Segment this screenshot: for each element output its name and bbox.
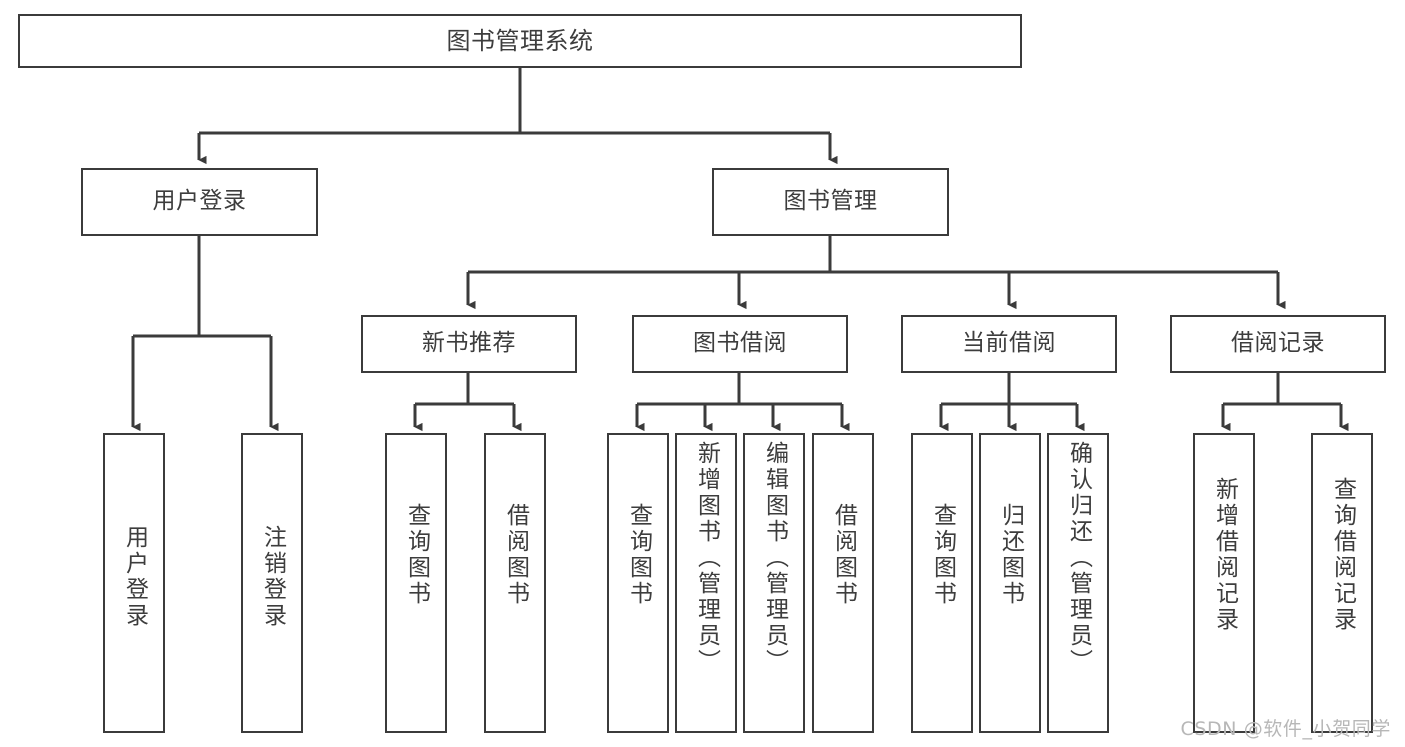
node-label: 编辑图书（管理员） <box>761 441 788 675</box>
node-leaf-borrow-book-new[interactable]: 借阅图书 <box>484 433 546 733</box>
node-leaf-return-book[interactable]: 归还图书 <box>979 433 1041 733</box>
node-leaf-add-borrow-record[interactable]: 新增借阅记录 <box>1193 433 1255 733</box>
node-label: 查询图书 <box>403 503 430 607</box>
node-leaf-logout[interactable]: 注销登录 <box>241 433 303 733</box>
node-leaf-query-book-borrow[interactable]: 查询图书 <box>607 433 669 733</box>
node-label: 借阅记录 <box>1231 330 1325 357</box>
node-label: 查询借阅记录 <box>1329 477 1356 633</box>
node-label: 图书管理系统 <box>446 26 594 55</box>
node-leaf-borrow-book[interactable]: 借阅图书 <box>812 433 874 733</box>
node-leaf-edit-book-admin[interactable]: 编辑图书（管理员） <box>743 433 805 733</box>
node-label: 确认归还（管理员） <box>1065 441 1092 675</box>
node-new-book-recommendation[interactable]: 新书推荐 <box>361 315 577 373</box>
node-leaf-query-book-current[interactable]: 查询图书 <box>911 433 973 733</box>
node-label: 图书借阅 <box>693 330 787 357</box>
node-label: 注销登录 <box>259 525 286 629</box>
node-leaf-add-book-admin[interactable]: 新增图书（管理员） <box>675 433 737 733</box>
node-label: 借阅图书 <box>502 503 529 607</box>
node-label: 新增图书（管理员） <box>693 441 720 675</box>
node-label: 新书推荐 <box>422 330 516 357</box>
node-label: 查询图书 <box>929 503 956 607</box>
node-book-borrow[interactable]: 图书借阅 <box>632 315 848 373</box>
csdn-watermark: CSDN @软件_小贺同学 <box>1180 718 1391 740</box>
node-leaf-user-login[interactable]: 用户登录 <box>103 433 165 733</box>
node-current-borrow[interactable]: 当前借阅 <box>901 315 1117 373</box>
node-label: 用户登录 <box>152 188 247 215</box>
node-label: 借阅图书 <box>830 503 857 607</box>
node-book-management[interactable]: 图书管理 <box>712 168 949 236</box>
node-label: 查询图书 <box>625 503 652 607</box>
node-leaf-confirm-return-admin[interactable]: 确认归还（管理员） <box>1047 433 1109 733</box>
node-user-login[interactable]: 用户登录 <box>81 168 318 236</box>
node-label: 新增借阅记录 <box>1211 477 1238 633</box>
node-label: 当前借阅 <box>962 330 1056 357</box>
node-leaf-query-book-new[interactable]: 查询图书 <box>385 433 447 733</box>
node-root-book-management-system[interactable]: 图书管理系统 <box>18 14 1022 68</box>
node-label: 归还图书 <box>997 503 1024 607</box>
node-label: 图书管理 <box>783 188 878 215</box>
node-label: 用户登录 <box>121 525 148 629</box>
node-leaf-query-borrow-record[interactable]: 查询借阅记录 <box>1311 433 1373 733</box>
node-borrow-record[interactable]: 借阅记录 <box>1170 315 1386 373</box>
